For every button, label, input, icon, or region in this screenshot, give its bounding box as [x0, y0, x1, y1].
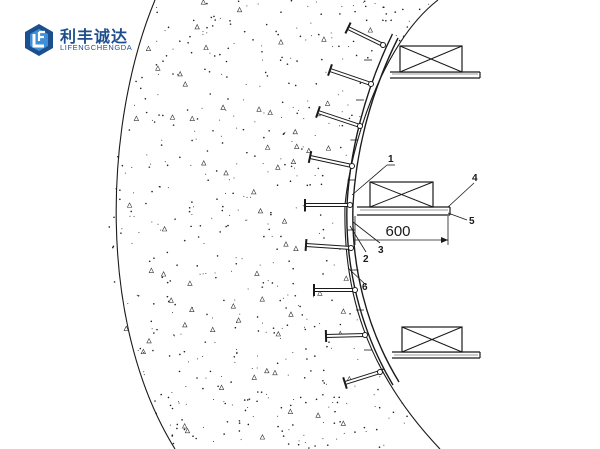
- callout-4: 4: [472, 173, 478, 184]
- callout-6: 6: [362, 282, 368, 293]
- brand-name-en: LIFENGCHENGDA: [60, 43, 133, 52]
- callout-leaders: [347, 164, 475, 286]
- lfcd-logo-icon: [25, 24, 53, 56]
- callout-3: 3: [378, 245, 384, 256]
- bracket-middle: 600: [354, 181, 451, 245]
- callout-5: 5: [469, 216, 475, 227]
- brand-name-cn: 利丰诚达: [60, 27, 129, 46]
- anchor-bolts: [304, 22, 386, 390]
- rock-hatch-pattern: [108, 0, 430, 449]
- bracket-top: [390, 45, 481, 79]
- rock-outer-boundary: [115, 0, 176, 449]
- dimension-600: 600: [385, 223, 410, 240]
- arch-ticks: [347, 59, 373, 351]
- callout-1: 1: [388, 154, 394, 165]
- callout-labels: 1 2 3 4 5 6: [362, 154, 478, 293]
- brand-logo: 利丰诚达 LIFENGCHENGDA: [22, 22, 162, 62]
- bracket-bottom: [392, 326, 481, 359]
- callout-2: 2: [363, 254, 369, 265]
